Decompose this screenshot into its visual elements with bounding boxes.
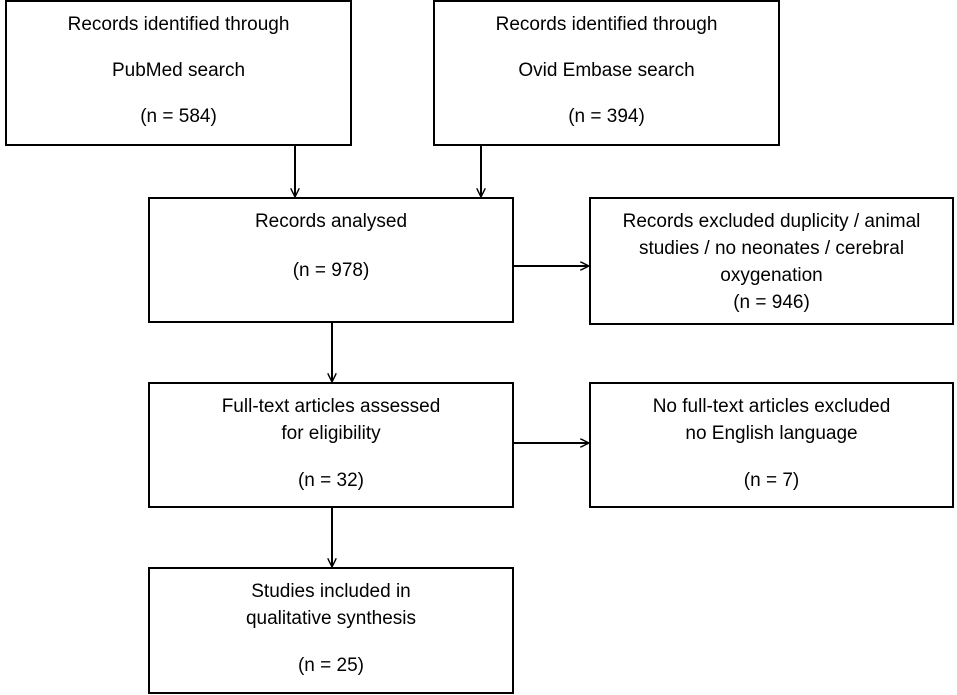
excluded-records-line-1: Records excluded duplicity / animal bbox=[622, 211, 921, 232]
excluded-records-line-2: studies / no neonates / cerebral bbox=[638, 238, 905, 259]
analysed-line-1: Records analysed bbox=[254, 211, 408, 232]
fulltext-line-2: for eligibility bbox=[281, 423, 381, 444]
fulltext-assessed-box: Full-text articles assessed for eligibil… bbox=[148, 382, 514, 508]
records-excluded-box: Records excluded duplicity / animal stud… bbox=[589, 197, 954, 325]
pubmed-line-2: PubMed search bbox=[111, 60, 246, 81]
embase-records-box: Records identified through Ovid Embase s… bbox=[433, 0, 780, 146]
embase-line-2: Ovid Embase search bbox=[518, 60, 695, 81]
pubmed-line-1: Records identified through bbox=[67, 14, 290, 35]
included-line-2: qualitative synthesis bbox=[245, 608, 417, 629]
analysed-count: (n = 978) bbox=[292, 260, 370, 281]
records-analysed-box: Records analysed (n = 978) bbox=[148, 197, 514, 323]
included-line-1: Studies included in bbox=[251, 581, 411, 602]
excluded-fulltext-line-2: no English language bbox=[685, 423, 858, 444]
pubmed-count: (n = 584) bbox=[140, 106, 217, 127]
fulltext-count: (n = 32) bbox=[297, 470, 364, 491]
included-count: (n = 25) bbox=[297, 655, 364, 676]
fulltext-excluded-box: No full-text articles excluded no Englis… bbox=[589, 382, 954, 508]
embase-count: (n = 394) bbox=[568, 106, 645, 127]
excluded-fulltext-line-1: No full-text articles excluded bbox=[652, 396, 891, 417]
studies-included-box: Studies included in qualitative synthesi… bbox=[148, 567, 514, 694]
pubmed-records-box: Records identified through PubMed search… bbox=[5, 0, 352, 146]
excluded-records-count: (n = 946) bbox=[733, 292, 810, 313]
embase-line-1: Records identified through bbox=[495, 14, 718, 35]
fulltext-line-1: Full-text articles assessed bbox=[221, 396, 441, 417]
excluded-records-line-3: oxygenation bbox=[720, 265, 823, 286]
excluded-fulltext-count: (n = 7) bbox=[743, 470, 800, 491]
